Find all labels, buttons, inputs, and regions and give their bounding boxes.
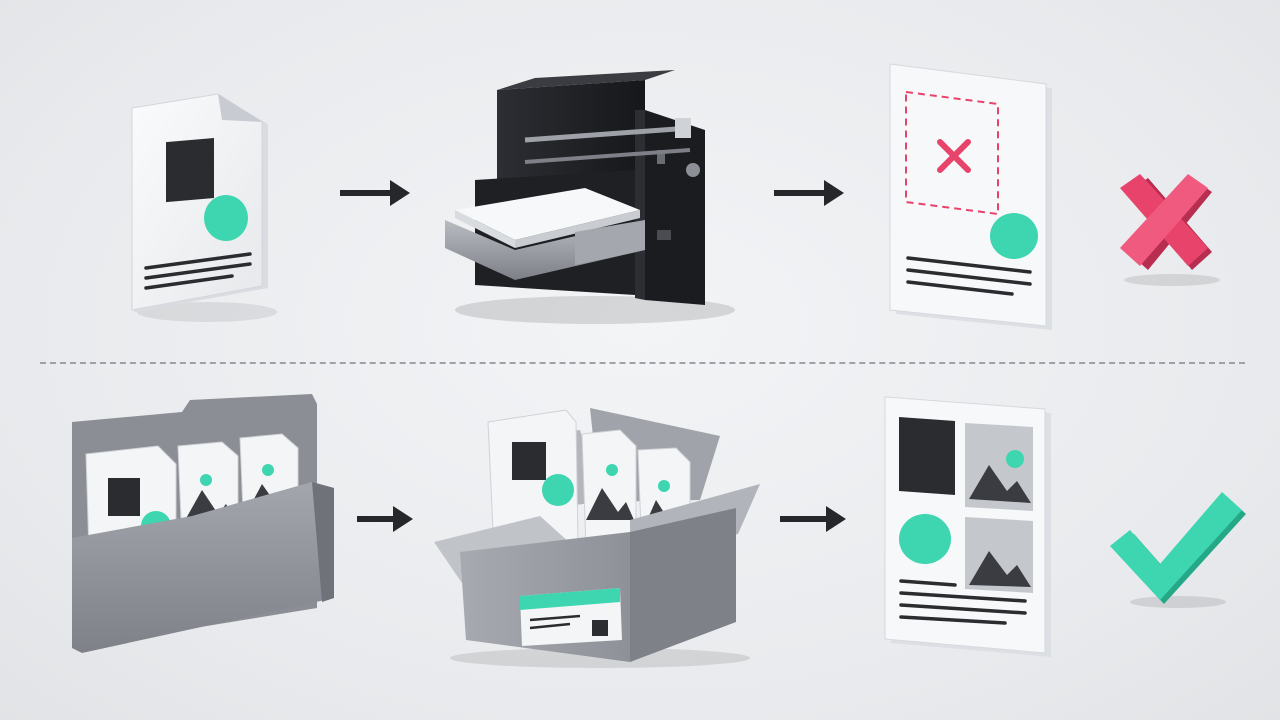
arrow-right-icon: [772, 178, 847, 208]
complete-layout-page-icon: [884, 393, 1057, 661]
arrow-right-icon: [778, 504, 850, 534]
printer-icon: [435, 70, 735, 325]
folder-with-files-icon: [62, 394, 347, 658]
package-box-icon: [430, 402, 765, 670]
broken-layout-page-icon: [889, 62, 1060, 337]
check-mark-icon: [1108, 488, 1248, 608]
arrow-right-icon: [338, 178, 413, 208]
row-divider: [40, 362, 1245, 364]
x-mark-icon: [1112, 170, 1224, 288]
arrow-right-icon: [355, 504, 417, 534]
document-icon: [122, 90, 282, 325]
